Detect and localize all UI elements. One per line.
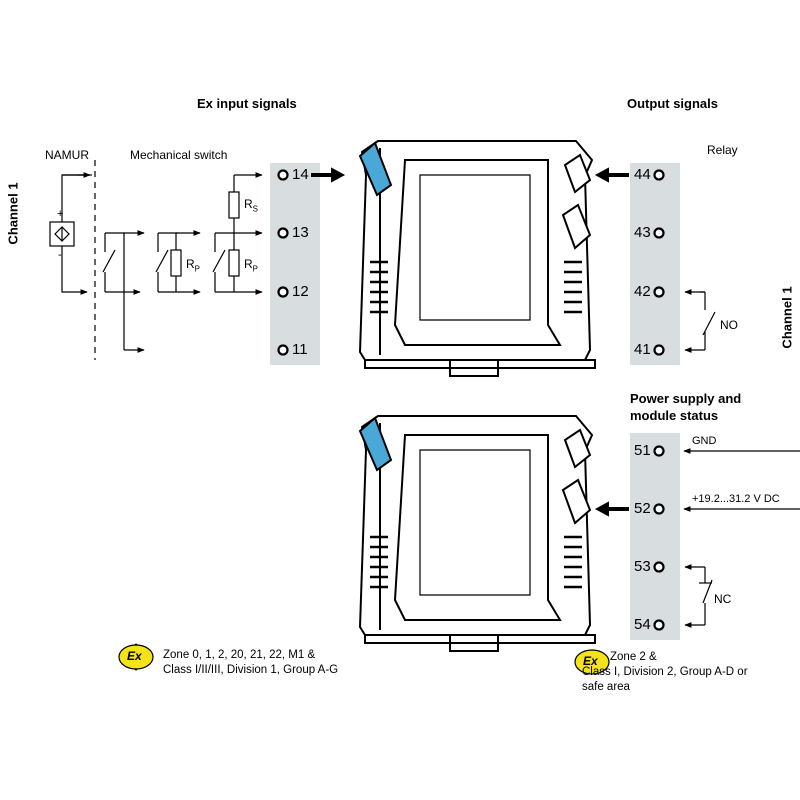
namur-label: NAMUR <box>45 148 89 162</box>
ex-badge-right <box>574 649 610 675</box>
relay-no-contact <box>684 289 716 353</box>
input-terminal-screws <box>277 169 289 356</box>
input-arrow <box>311 167 346 183</box>
terminal-12: 12 <box>292 283 309 300</box>
rp-label-2: RP <box>244 257 259 274</box>
ex-left-line2: Class I/II/III, Division 1, Group A-G <box>163 664 339 676</box>
module-housing-top <box>358 140 596 377</box>
input-heading: Ex input signals <box>197 96 297 111</box>
terminal-screw-11 <box>277 344 289 356</box>
terminal-41: 41 <box>634 341 651 358</box>
input-channel-label: Channel 1 <box>5 182 21 245</box>
terminal-screw-12 <box>277 286 289 298</box>
terminal-screw-43 <box>653 227 665 239</box>
namur-sensor: + - <box>49 174 92 295</box>
terminal-screw-54 <box>653 619 665 631</box>
power-supply-lines <box>683 448 800 628</box>
power-arrow <box>594 501 629 517</box>
terminal-screw-52 <box>653 503 665 515</box>
terminal-51: 51 <box>634 442 651 459</box>
latch-bottom <box>358 416 393 472</box>
latch-top <box>358 141 393 197</box>
output-terminal-screws <box>653 169 665 356</box>
gnd-label: GND <box>692 435 717 447</box>
terminal-11: 11 <box>292 341 308 358</box>
relay-label: Relay <box>707 143 738 157</box>
output-heading: Output signals <box>627 96 718 111</box>
terminal-screw-13 <box>277 227 289 239</box>
terminal-screw-44 <box>653 169 665 181</box>
supply-voltage-label: +19.2...31.2 V DC <box>692 493 780 505</box>
input-terminal-strip <box>270 163 320 365</box>
terminal-54: 54 <box>634 616 651 633</box>
module-housing-bottom <box>358 415 596 652</box>
ex-right-line1: Zone 2 & <box>610 651 657 663</box>
terminal-screw-14 <box>277 169 289 181</box>
ex-zone-note-left: Zone 0, 1, 2, 20, 21, 22, M1 & Class I/I… <box>163 648 338 678</box>
ex-left-line1: Zone 0, 1, 2, 20, 21, 22, M1 & <box>163 649 316 661</box>
terminal-43: 43 <box>634 224 651 241</box>
terminal-screw-51 <box>653 445 665 457</box>
ex-right-line3: safe area <box>582 681 630 693</box>
terminal-53: 53 <box>634 558 651 575</box>
power-heading-line2: module status <box>630 408 719 423</box>
ex-symbol-left: Ex <box>127 649 142 663</box>
output-arrow <box>594 167 629 183</box>
ex-right-line2: Class I, Division 2, Group A-D or <box>582 666 748 678</box>
terminal-44: 44 <box>634 166 651 183</box>
output-channel-label: Channel 1 <box>779 286 795 349</box>
terminal-14: 14 <box>292 166 309 183</box>
svg-text:+: + <box>57 208 63 220</box>
power-terminal-strip <box>630 433 680 640</box>
no-label: NO <box>720 318 738 332</box>
terminal-13: 13 <box>292 224 309 241</box>
nc-label: NC <box>714 592 732 606</box>
mechanical-switch-label: Mechanical switch <box>130 148 228 162</box>
output-terminal-strip <box>630 163 680 365</box>
terminal-screw-41 <box>653 344 665 356</box>
signal-arrows <box>311 167 629 517</box>
terminal-52: 52 <box>634 500 651 517</box>
power-heading-line1: Power supply and <box>630 391 742 406</box>
terminal-screw-42 <box>653 286 665 298</box>
ex-zone-note-right: Zone 2 & Class I, Division 2, Group A-D … <box>582 650 748 695</box>
power-terminal-screws <box>653 445 665 631</box>
ex-badge-left <box>118 643 154 671</box>
ex-symbol-right: Ex <box>583 654 598 668</box>
mechanical-switch-circuits <box>102 172 263 353</box>
terminal-42: 42 <box>634 283 651 300</box>
svg-text:-: - <box>58 249 62 261</box>
rs-label: RS <box>244 197 259 214</box>
terminal-screw-53 <box>653 561 665 573</box>
rp-label-1: RP <box>186 257 201 274</box>
